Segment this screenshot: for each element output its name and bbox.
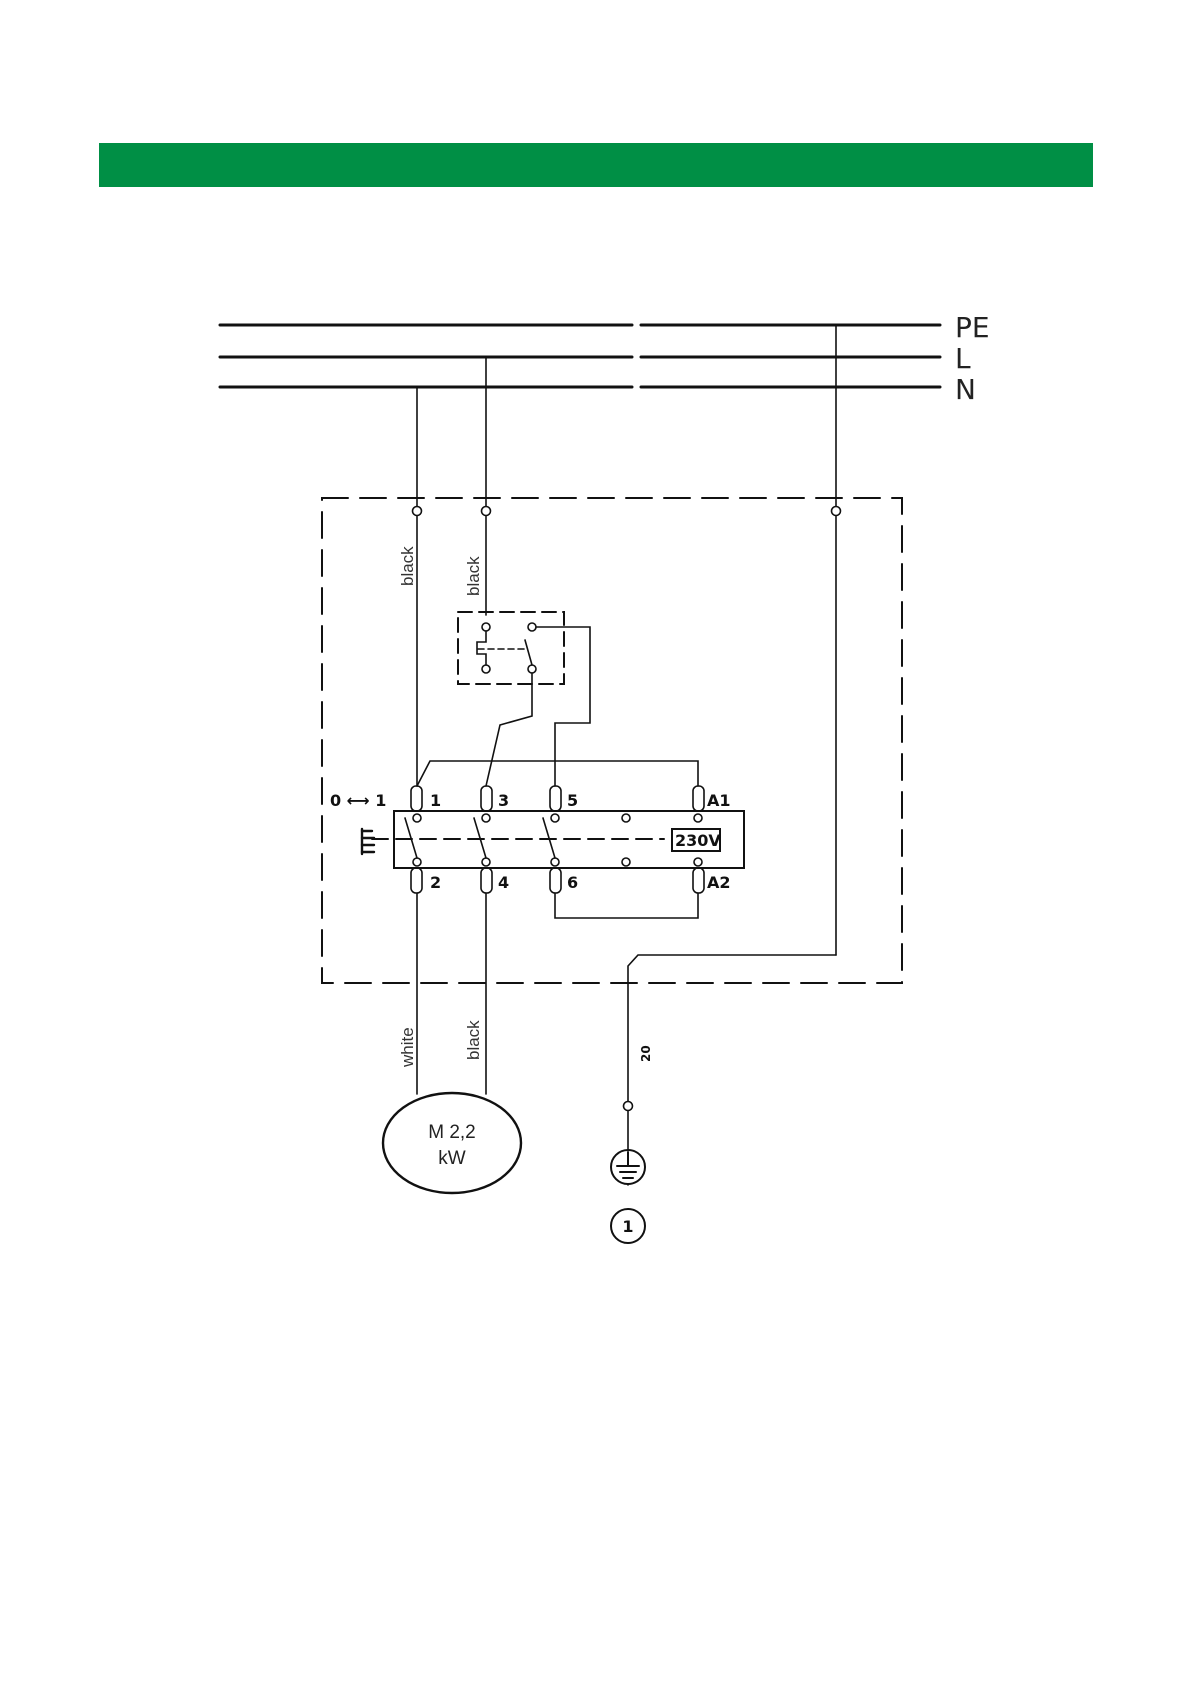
ground-wire-number: 20 xyxy=(639,1045,653,1062)
wire-label-black-1: black xyxy=(398,546,417,586)
motor-symbol xyxy=(383,1093,521,1193)
terminal-label-a1: A1 xyxy=(707,791,731,810)
bus-label-l: L xyxy=(955,342,971,375)
coil-voltage-label: 230V xyxy=(675,831,721,850)
overload-relay xyxy=(458,612,590,786)
ground-icon xyxy=(611,1150,645,1184)
terminal-label-2: 2 xyxy=(430,873,441,892)
terminal-label-a2: A2 xyxy=(707,873,731,892)
bus-lines xyxy=(220,325,940,387)
terminal-node xyxy=(482,507,491,516)
terminal-label-4: 4 xyxy=(498,873,509,892)
ground-branch xyxy=(624,955,837,1185)
terminal-label-6: 6 xyxy=(567,873,578,892)
motor-label-line1: M 2,2 xyxy=(428,1122,476,1143)
terminal-number-label: 1 xyxy=(622,1217,633,1236)
bus-label-pe: PE xyxy=(955,311,990,344)
motor-label-line2: kW xyxy=(438,1148,466,1169)
push-button-icon xyxy=(362,829,374,854)
wire-label-black-2: black xyxy=(464,556,483,596)
terminal-label-3: 3 xyxy=(498,791,509,810)
bus-label-n: N xyxy=(955,373,976,406)
terminal-label-5: 5 xyxy=(567,791,578,810)
terminal-label-1: 1 xyxy=(430,791,441,810)
switch-positions-label: 0 ⟷ 1 xyxy=(330,791,386,810)
terminal-node xyxy=(832,507,841,516)
wire-label-white: white xyxy=(398,1027,417,1068)
wire-label-black-3: black xyxy=(464,1020,483,1060)
terminal-node xyxy=(413,507,422,516)
